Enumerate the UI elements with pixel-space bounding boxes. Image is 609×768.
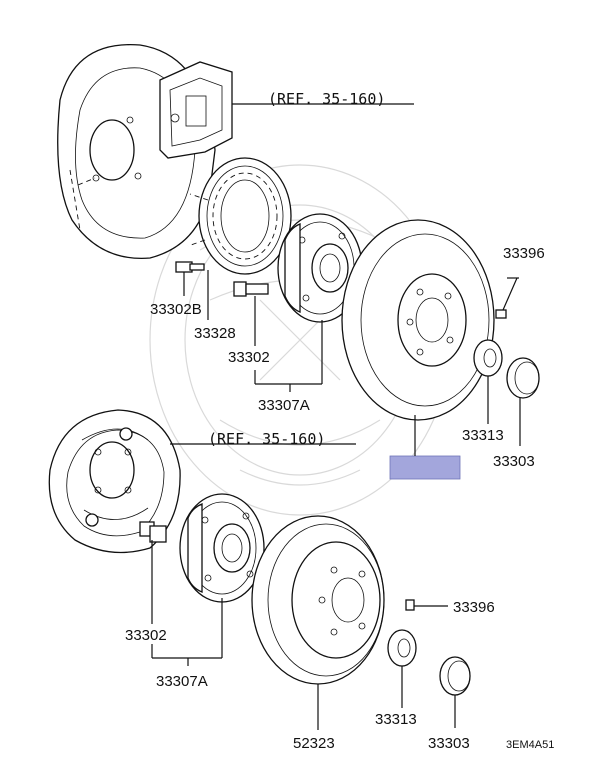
label-33307a-upper: 33307A — [258, 397, 310, 414]
screw-33396-upper — [495, 277, 519, 319]
label-33396-lower: 33396 — [453, 599, 495, 616]
ref-label-lower: (REF. 35-160) — [208, 430, 325, 448]
label-33302-lower: 33302 — [125, 627, 167, 644]
label-52323: 52323 — [293, 735, 335, 752]
label-33313-lower: 33313 — [375, 711, 417, 728]
brake-caliper — [159, 61, 233, 159]
leader-lines — [151, 270, 521, 730]
label-33302b: 33302B — [150, 301, 202, 318]
cap-33303-upper — [506, 357, 540, 399]
label-33328: 33328 — [194, 325, 236, 342]
brake-disc — [341, 219, 495, 421]
nut-33313-lower — [387, 629, 417, 667]
backing-plate-lower — [48, 409, 181, 554]
tone-ring-33328 — [187, 157, 292, 275]
label-33303-lower: 33303 — [428, 735, 470, 752]
ref-label-upper: (REF. 35-160) — [268, 90, 385, 108]
hub-33307a-upper — [277, 213, 363, 323]
bolt-33302-lower — [139, 521, 167, 543]
cap-33303-lower — [439, 656, 471, 696]
label-33307a-lower: 33307A — [156, 673, 208, 690]
nut-33313-upper — [473, 339, 503, 377]
highlight-box[interactable] — [389, 455, 461, 480]
label-33313-upper: 33313 — [462, 427, 504, 444]
bolt-33302b — [175, 261, 205, 273]
hub-33307a-lower — [179, 493, 265, 603]
label-33303-upper: 33303 — [493, 453, 535, 470]
label-33302-upper: 33302 — [228, 349, 270, 366]
diagram-code: 3EM4A51 — [506, 739, 554, 751]
brake-drum-52323 — [251, 515, 385, 685]
label-33396-upper: 33396 — [503, 245, 545, 262]
screw-33396-lower — [405, 599, 448, 611]
bolt-33302-upper — [233, 281, 269, 297]
